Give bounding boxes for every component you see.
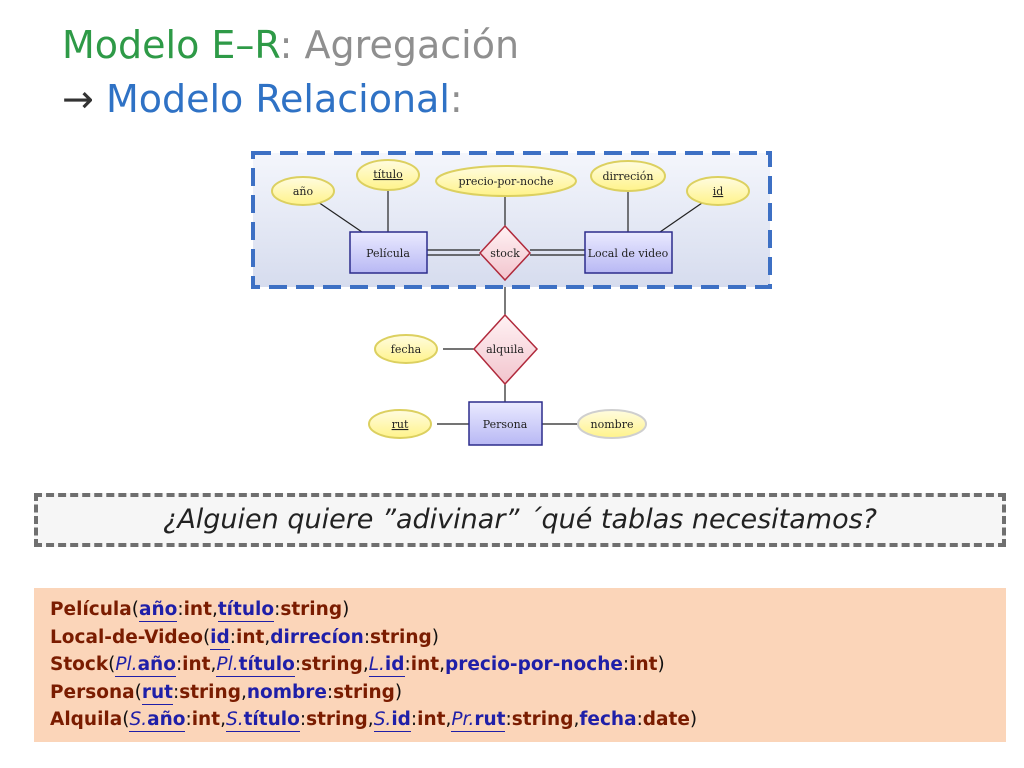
attr: año: [138, 599, 178, 622]
type: string: [306, 709, 368, 730]
svg-text:Película: Película: [366, 247, 410, 260]
attribute-anio: año: [271, 176, 335, 206]
attribute-titulo: título: [356, 159, 420, 191]
attr: año: [137, 654, 176, 675]
table-name: Alquila: [50, 709, 123, 730]
svg-text:id: id: [713, 185, 724, 198]
type: string: [179, 681, 241, 703]
subtitle-part-model: Modelo Relacional: [105, 77, 450, 121]
type: int: [417, 709, 446, 730]
svg-text:stock: stock: [490, 247, 520, 260]
attr-prefix: S.: [129, 709, 148, 730]
arrow-icon: →: [62, 77, 94, 121]
attr: id: [210, 626, 230, 650]
type: string: [370, 626, 432, 648]
entity-persona: Persona: [468, 401, 543, 446]
type: string: [280, 599, 343, 620]
attr-prefix: S.: [225, 709, 244, 730]
attr: año: [147, 709, 186, 730]
question-text: ¿Alguien quiere ”adivinar” ´qué tablas n…: [162, 504, 877, 535]
table-name: Película: [50, 599, 132, 620]
attr: precio-por-noche: [444, 654, 623, 675]
schema-pelicula: Película(año:int,título:string): [50, 599, 350, 622]
svg-text:rut: rut: [392, 418, 409, 431]
svg-text:precio-por-noche: precio-por-noche: [459, 175, 554, 188]
attr-prefix: Pr.: [451, 709, 475, 730]
svg-text:alquila: alquila: [486, 343, 524, 356]
attr: id: [384, 654, 405, 675]
er-diagram: año título precio-por-noche dirreción id…: [251, 151, 772, 446]
attr-prefix: S.: [373, 709, 392, 730]
slide-subtitle: → Modelo Relacional:: [62, 76, 463, 122]
type: string: [301, 654, 363, 675]
type: string: [511, 709, 574, 730]
table-name: Stock: [50, 654, 109, 675]
schema-persona: Persona(rut:string,nombre:string): [50, 681, 403, 705]
type: int: [235, 626, 265, 648]
attribute-id: id: [686, 176, 750, 206]
type: int: [629, 654, 658, 675]
svg-text:título: título: [373, 168, 403, 181]
relationship-alquila: alquila: [472, 313, 539, 386]
type: int: [191, 709, 221, 730]
attribute-fecha: fecha: [374, 334, 438, 364]
type: int: [182, 654, 211, 675]
attr: rut: [474, 709, 506, 730]
table-name: Local-de-Video: [50, 626, 203, 648]
attribute-rut: rut: [368, 409, 432, 439]
table-name: Persona: [50, 681, 135, 703]
attr: nombre: [246, 681, 327, 703]
schema-alquila: Alquila(S.año:int,S.título:string,S.id:i…: [50, 709, 698, 732]
schema-stock: Stock(Pl.año:int,Pl.título:string,L.id:i…: [50, 654, 665, 677]
schema-local-de-video: Local-de-Video(id:int,dirrecíon:string): [50, 626, 439, 650]
type: date: [642, 709, 690, 730]
attr-prefix: Pl.: [115, 654, 138, 675]
type: int: [183, 599, 212, 620]
attribute-direccion: dirreción: [590, 160, 666, 192]
svg-text:fecha: fecha: [391, 343, 422, 356]
attr: título: [243, 709, 300, 730]
attr-prefix: L.: [368, 654, 385, 675]
attr: dirrecíon: [270, 626, 364, 648]
attr-prefix: Pl.: [216, 654, 239, 675]
attribute-precio-por-noche: precio-por-noche: [435, 165, 577, 197]
svg-text:Persona: Persona: [483, 418, 528, 431]
attr: título: [238, 654, 295, 675]
connector-lines: [317, 190, 703, 425]
title-part-topic: : Agregación: [279, 23, 520, 67]
svg-text:nombre: nombre: [591, 418, 634, 431]
type: string: [333, 681, 395, 703]
relational-schema: Película(año:int,título:string) Local-de…: [34, 588, 1006, 742]
question-box: ¿Alguien quiere ”adivinar” ´qué tablas n…: [34, 493, 1006, 547]
entity-pelicula: Película: [349, 231, 428, 274]
type: int: [410, 654, 440, 675]
svg-text:Local de video: Local de video: [588, 247, 669, 260]
subtitle-part-colon: :: [449, 77, 463, 121]
attr: título: [217, 599, 275, 622]
svg-text:año: año: [293, 185, 314, 198]
attr: fecha: [579, 709, 637, 730]
attr: id: [391, 709, 411, 730]
svg-text:dirreción: dirreción: [603, 170, 654, 183]
attribute-nombre: nombre: [577, 409, 647, 439]
relationship-stock: stock: [478, 224, 532, 282]
attr: rut: [141, 681, 173, 705]
entity-local-de-video: Local de video: [584, 231, 673, 274]
title-part-model: Modelo E–R: [62, 23, 280, 67]
slide-title: Modelo E–R: Agregación: [62, 22, 519, 68]
